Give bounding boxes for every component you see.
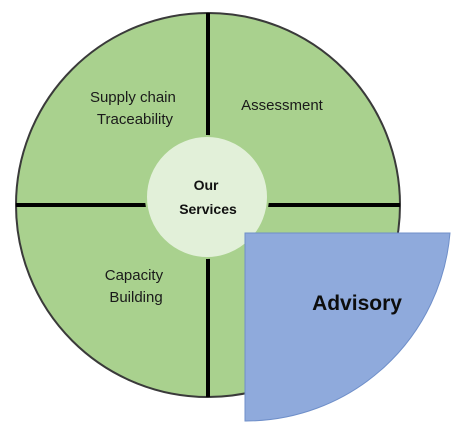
- center-hub: [145, 135, 269, 259]
- center-label: Our Services: [179, 177, 237, 217]
- advisory-segment: [244, 232, 451, 422]
- quadrant-top-right-label: Assessment: [241, 97, 324, 114]
- quadrant-top-left-label: Supply chain Traceability: [90, 89, 180, 128]
- quadrant-bottom-left-label: Capacity Building: [105, 267, 168, 306]
- advisory-label: Advisory: [312, 292, 402, 315]
